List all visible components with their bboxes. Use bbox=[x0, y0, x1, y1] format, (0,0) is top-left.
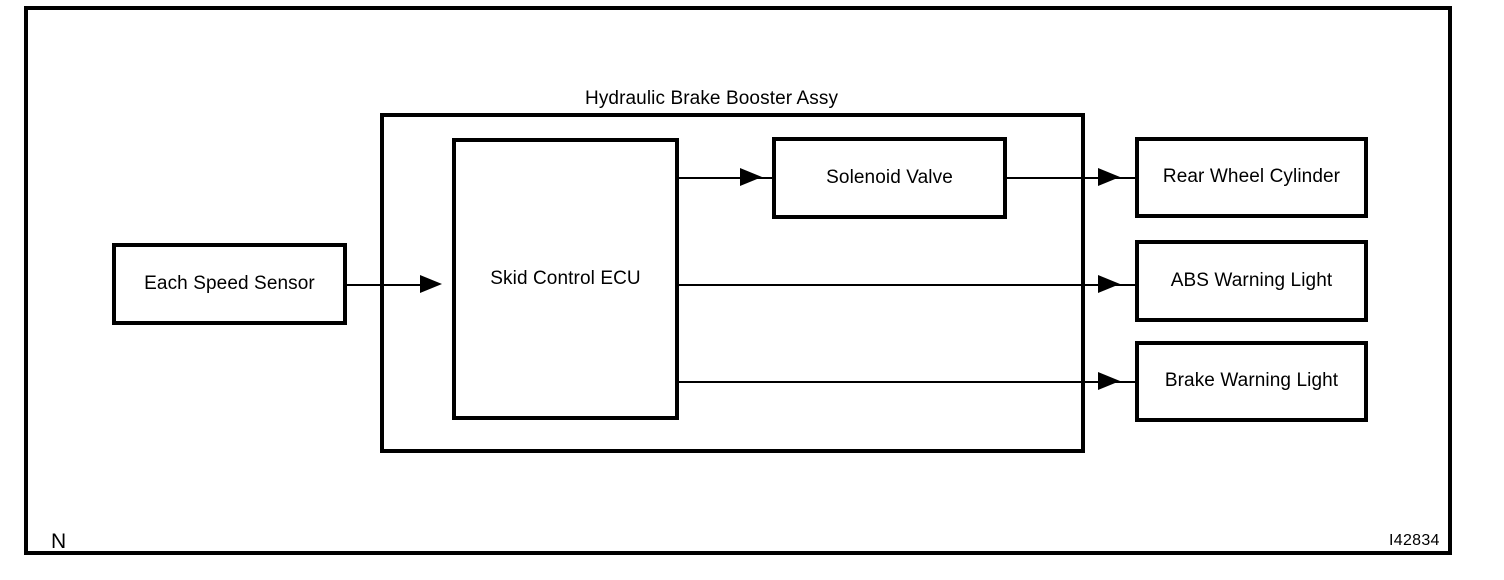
node-label-rear-wheel-cylinder: Rear Wheel Cylinder bbox=[1162, 166, 1341, 188]
node-rear-wheel-cylinder: Rear Wheel Cylinder bbox=[1135, 137, 1368, 218]
node-label-skid-control-ecu: Skid Control ECU bbox=[490, 267, 641, 289]
group-box-hydraulic-brake-booster-assy bbox=[380, 113, 1085, 453]
arrow-head-ecu-to-brake-warning-light bbox=[1098, 372, 1120, 390]
node-label-abs-warning-light: ABS Warning Light bbox=[1170, 269, 1333, 291]
node-label-solenoid-valve: Solenoid Valve bbox=[826, 166, 953, 188]
connector-ecu-to-abs-warning-light bbox=[679, 284, 1137, 286]
figure-id-label: I42834 bbox=[1389, 532, 1440, 549]
connector-ecu-to-brake-warning-light bbox=[679, 381, 1137, 383]
arrow-head-ecu-to-abs-warning-light bbox=[1098, 275, 1120, 293]
arrow-head-speed-sensor-to-ecu bbox=[420, 275, 442, 293]
node-skid-control-ecu: Skid Control ECU bbox=[452, 138, 679, 420]
connector-ecu-to-solenoid-valve bbox=[679, 177, 774, 179]
connector-solenoid-valve-to-rear-wheel-cylinder bbox=[1005, 177, 1137, 179]
corner-label-n: N bbox=[51, 530, 67, 553]
node-solenoid-valve: Solenoid Valve bbox=[772, 137, 1007, 219]
connector-speed-sensor-to-ecu bbox=[347, 284, 432, 286]
node-label-each-speed-sensor: Each Speed Sensor bbox=[144, 272, 315, 294]
node-label-brake-warning-light: Brake Warning Light bbox=[1164, 370, 1339, 392]
arrow-head-ecu-to-solenoid-valve bbox=[740, 168, 762, 186]
node-each-speed-sensor: Each Speed Sensor bbox=[112, 243, 347, 325]
group-title-hydraulic-brake-booster-assy: Hydraulic Brake Booster Assy bbox=[585, 88, 839, 109]
arrow-head-solenoid-valve-to-rear-wheel-cylinder bbox=[1098, 168, 1120, 186]
node-abs-warning-light: ABS Warning Light bbox=[1135, 240, 1368, 322]
node-brake-warning-light: Brake Warning Light bbox=[1135, 341, 1368, 422]
